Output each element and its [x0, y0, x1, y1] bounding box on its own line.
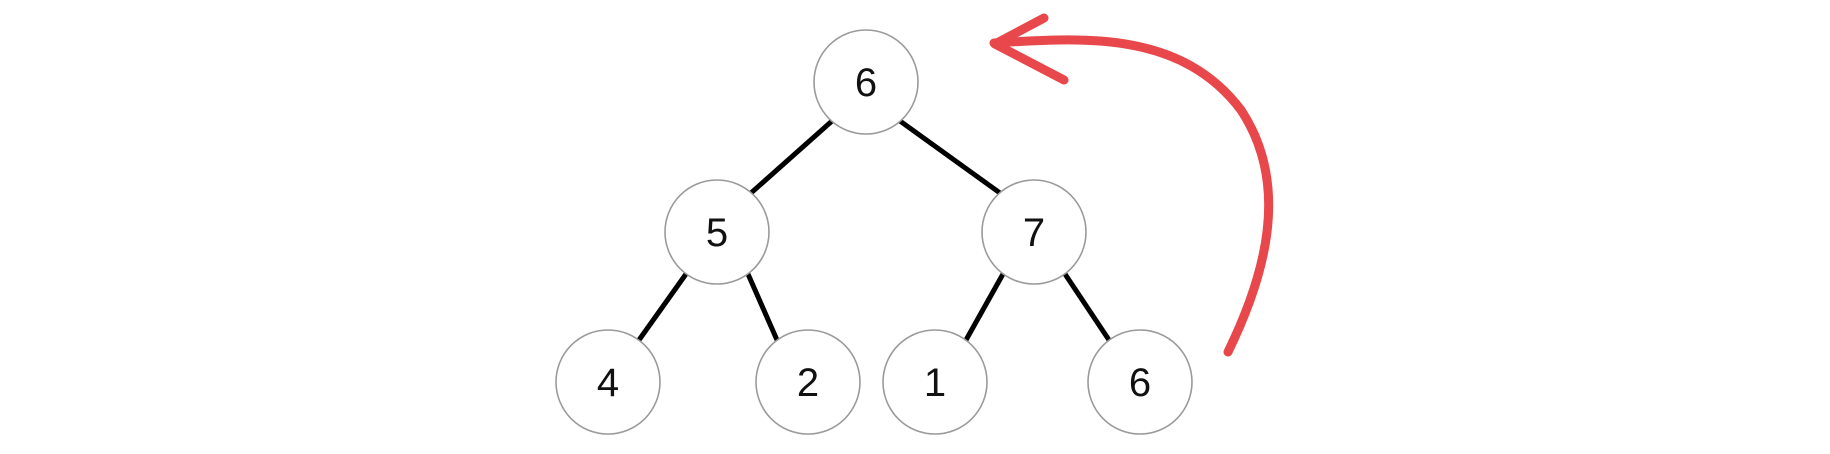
node-label: 6 [855, 61, 877, 105]
node-label: 6 [1129, 361, 1151, 405]
arrow-shaft [989, 35, 1274, 357]
node-label: 2 [797, 361, 819, 405]
node-label: 5 [706, 211, 728, 255]
node-circle[interactable] [664, 179, 770, 285]
node-label: 7 [1023, 211, 1045, 255]
tree-node-right[interactable]: 7 [981, 179, 1087, 285]
tree-node-root[interactable]: 6 [813, 29, 919, 135]
node-circle[interactable] [882, 329, 988, 435]
node-circle[interactable] [813, 29, 919, 135]
edge-root-to-5 [749, 119, 834, 195]
red-curved-arrow-annotation [989, 13, 1274, 357]
node-label: 4 [597, 361, 619, 405]
edge-7-to-6 [1062, 272, 1112, 342]
tree-node-left-right[interactable]: 2 [755, 329, 861, 435]
node-circle[interactable] [1087, 329, 1193, 435]
edge-5-to-4 [636, 272, 689, 342]
edge-root-to-7 [898, 118, 1002, 196]
tree-edges [636, 118, 1112, 342]
edge-7-to-1 [963, 272, 1006, 342]
node-circle[interactable] [755, 329, 861, 435]
tree-node-right-right[interactable]: 6 [1087, 329, 1193, 435]
tree-node-left-left[interactable]: 4 [555, 329, 661, 435]
tree-node-left[interactable]: 5 [664, 179, 770, 285]
node-circle[interactable] [555, 329, 661, 435]
arrow-head-upper-barb [990, 13, 1049, 49]
node-circle[interactable] [981, 179, 1087, 285]
tree-node-right-left[interactable]: 1 [882, 329, 988, 435]
node-label: 1 [924, 361, 946, 405]
edge-5-to-2 [745, 272, 780, 342]
arrow-head-lower-barb [990, 39, 1069, 85]
